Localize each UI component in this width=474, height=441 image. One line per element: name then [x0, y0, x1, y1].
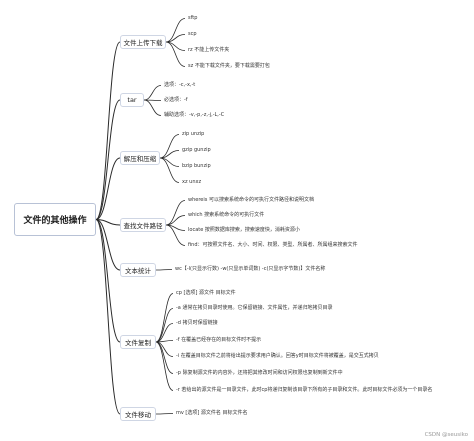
root-node[interactable]: 文件的其他操作: [14, 203, 96, 236]
leaf-item: -a 通常在拷贝目录时使用。它保留链接、文件属性，并递归地拷贝目录: [176, 305, 333, 311]
leaf-item: sz 不能下载文件夹，要下载需要打包: [188, 63, 270, 69]
leaf-item: rz 不能上传文件夹: [188, 47, 230, 53]
leaf-item: wc【-l(只显示行数) -w(只显示单词数) -c(只显示字节数)】文件名称: [175, 266, 326, 272]
leaf-item: which 搜索系统命令的可执行文件: [188, 212, 265, 218]
connector-line: [155, 293, 174, 343]
leaf-item: xz unxz: [182, 179, 202, 185]
connector-line: [159, 134, 180, 159]
leaf-item: 辅助选项：-v,-p,-z,-j,-L,-C: [164, 112, 225, 118]
connector-line: [95, 219, 121, 271]
branch-node[interactable]: 文件上传下载: [120, 35, 166, 49]
connector-line: [95, 99, 121, 220]
branch-node[interactable]: 文本统计: [120, 263, 156, 277]
leaf-item: zip unzip: [182, 131, 205, 137]
leaf-item: bzip bunzip: [182, 163, 211, 169]
leaf-item: find：可按照文件名、大小、时间、权限、类型、所属者、所属组来搜索文件: [188, 242, 358, 248]
leaf-item: 选项：-c,-x,-t: [164, 82, 196, 88]
branch-node[interactable]: 文件移动: [120, 407, 156, 421]
connector-line: [155, 269, 173, 271]
leaf-item: locate 按照数据库搜索，搜索速度快，消耗资源小: [188, 227, 300, 233]
connector-line: [155, 341, 174, 391]
connector-line: [165, 224, 186, 246]
connector-line: [155, 323, 174, 343]
connector-line: [155, 341, 174, 374]
leaf-item: -i 在覆盖目标文件之前将给出提示要求用户确认。回答y时目标文件将被覆盖，是交互…: [176, 353, 379, 359]
connector-line: [155, 413, 174, 415]
leaf-item: gzip gunzip: [182, 147, 211, 153]
branch-node[interactable]: tar: [120, 93, 144, 107]
branch-node[interactable]: 文件复制: [120, 335, 156, 349]
connector-line: [155, 308, 174, 343]
connector-line: [95, 219, 121, 226]
leaf-item: -r 若给出的源文件是一目录文件，此时cp将递归复制该目录下所有的子目录和文件。…: [176, 387, 433, 393]
connector-line: [159, 157, 180, 183]
connector-line: [165, 215, 186, 226]
connector-line: [165, 41, 186, 67]
connector-line: [95, 219, 121, 343]
connector-line: [95, 41, 121, 220]
leaf-item: whereis 可以搜索系统命令的可执行文件路径和说明文档: [188, 197, 314, 203]
leaf-item: cp [选项] 源文件 目标文件: [176, 290, 236, 296]
connector-line: [165, 18, 186, 43]
leaf-item: -d 拷贝时保留链接: [176, 320, 218, 326]
leaf-item: -f 在覆盖已经存在的目标文件时不提示: [176, 337, 262, 343]
branch-node[interactable]: 解压和压缩: [120, 151, 160, 165]
connector-line: [143, 99, 162, 116]
watermark: CSDN @seusiko: [424, 432, 468, 438]
branch-node[interactable]: 查找文件路径: [120, 218, 166, 232]
connector-line: [159, 150, 180, 159]
leaf-item: sftp: [188, 15, 198, 21]
leaf-item: mv [选项] 源文件名 目标文件名: [176, 410, 248, 416]
leaf-item: scp: [188, 31, 197, 37]
leaf-item: -p 除复制源文件的内容外，还将把其修改时间和访问权限也复制到新文件中: [176, 370, 343, 376]
connector-line: [143, 85, 162, 101]
connector-line: [95, 219, 121, 415]
connector-line: [165, 34, 186, 43]
connector-line: [165, 200, 186, 226]
connector-line: [95, 157, 121, 220]
leaf-item: 必选项：-f: [164, 97, 188, 103]
